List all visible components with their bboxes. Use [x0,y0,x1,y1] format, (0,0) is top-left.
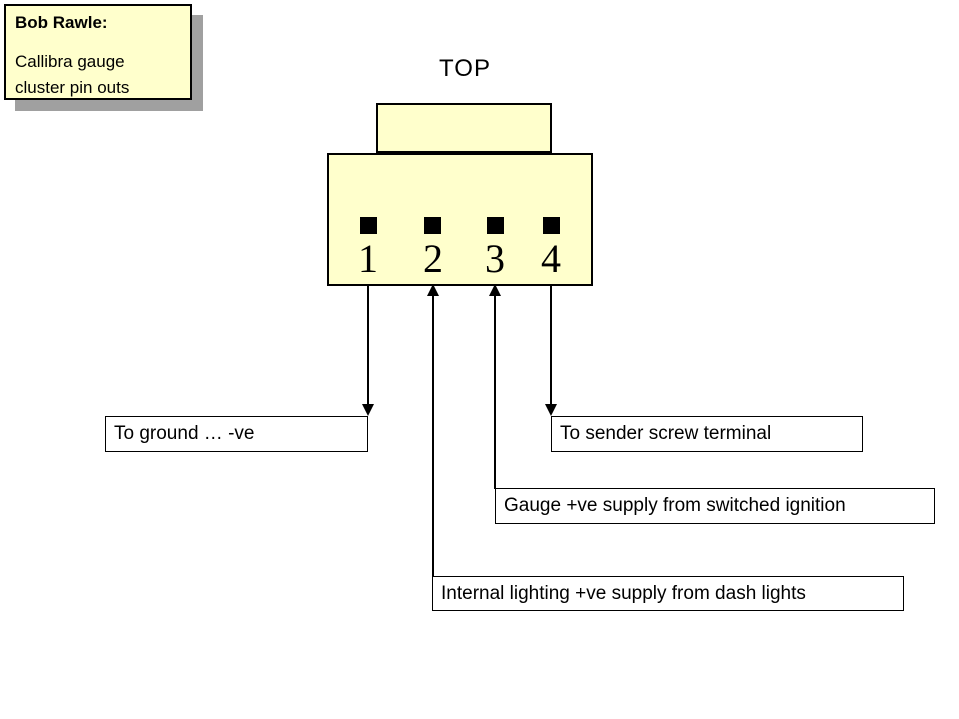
sticky-note: Bob Rawle: Callibra gauge cluster pin ou… [4,4,192,100]
pin-4-number: 4 [541,236,561,281]
pin-4-line [550,286,552,406]
connector-tab [376,103,552,153]
pin-1-line [367,286,369,406]
pin-2-line [432,292,434,577]
pin-4-label-box: To sender screw terminal [551,416,863,452]
top-view-label: TOP [439,55,491,82]
pin-4-arrowhead-down-icon [545,404,557,416]
pin-2-contact [424,217,441,234]
pin-3-contact [487,217,504,234]
pin-4-contact [543,217,560,234]
pin-2-label-box: Internal lighting +ve supply from dash l… [432,576,904,611]
pin-2-arrowhead-up-icon [427,284,439,296]
pin-1-label-box: To ground … -ve [105,416,368,452]
pin-3-number: 3 [485,236,505,281]
note-author: Bob Rawle: [15,13,108,32]
pin-3-line [494,292,496,489]
pin-1-number: 1 [358,236,378,281]
pin-3-arrowhead-up-icon [489,284,501,296]
pin-3-label-box: Gauge +ve supply from switched ignition [495,488,935,524]
pin-2-number: 2 [423,236,443,281]
pin-1-contact [360,217,377,234]
pin-1-arrowhead-down-icon [362,404,374,416]
note-body-text: Callibra gauge cluster pin outs [15,52,130,97]
